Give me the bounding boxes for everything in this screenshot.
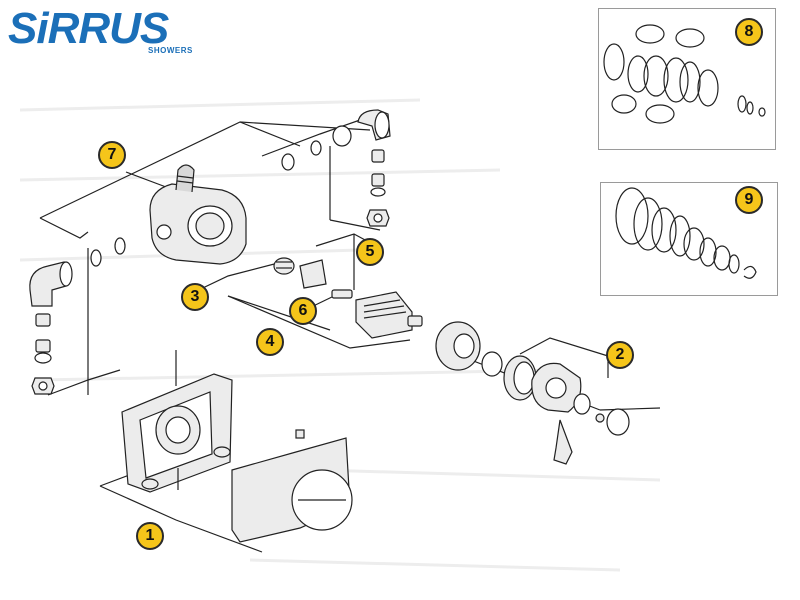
- brand-logo: SiRRUS SHOWERS: [8, 4, 208, 58]
- right-elbow-fitting: [281, 109, 391, 227]
- leader-lines-1: [99, 473, 263, 553]
- washer-kit-drawing: [615, 187, 757, 279]
- spring-check-valve: [273, 257, 353, 299]
- control-assembly: [435, 321, 630, 465]
- callout-2: 2: [606, 341, 634, 369]
- brand-logo-name: SiRRUS: [8, 4, 169, 53]
- thermostatic-cartridge: [355, 291, 423, 339]
- callout-8: 8: [735, 18, 763, 46]
- callout-9: 9: [735, 186, 763, 214]
- brand-logo-tagline: SHOWERS: [148, 46, 193, 55]
- callout-7: 7: [98, 141, 126, 169]
- background-texture: [19, 98, 661, 572]
- mounting-wall-plate: [121, 350, 233, 493]
- callout-4: 4: [256, 328, 284, 356]
- shroud-cover: [231, 429, 353, 543]
- leader-lines-3-6: [185, 233, 411, 349]
- valve-body: [149, 164, 247, 265]
- callout-3: 3: [181, 283, 209, 311]
- o-ring-kit-drawing: [603, 24, 766, 124]
- left-elbow-fitting: [29, 237, 126, 395]
- callout-6: 6: [289, 297, 317, 325]
- callout-1: 1: [136, 522, 164, 550]
- callout-5: 5: [356, 238, 384, 266]
